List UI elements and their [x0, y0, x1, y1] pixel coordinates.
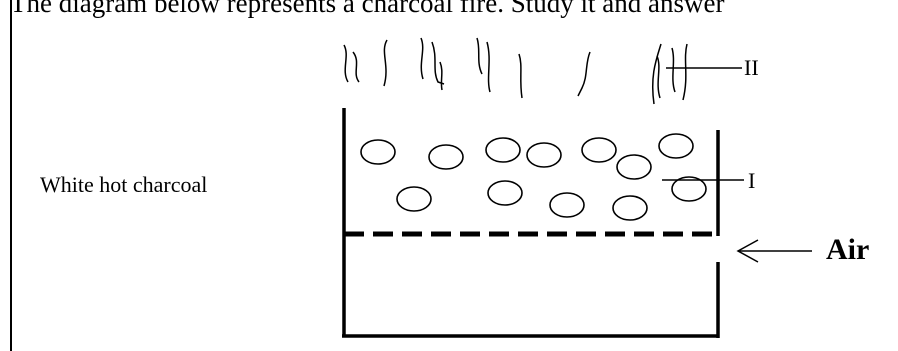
charcoal-piece — [581, 137, 617, 163]
charcoal-piece — [612, 195, 648, 221]
fume-line — [486, 41, 491, 93]
fume-line — [518, 53, 523, 99]
air-label: Air — [826, 233, 869, 266]
fume-line — [420, 37, 424, 80]
marker-one-label: I — [748, 168, 755, 193]
charcoal-piece — [396, 186, 432, 212]
fume-line — [383, 39, 388, 87]
fumes — [343, 37, 688, 105]
charcoal-piece — [658, 133, 694, 159]
fume-line — [577, 51, 591, 97]
fume-line — [439, 61, 443, 91]
fume-line — [656, 55, 661, 99]
charcoal-label: White hot charcoal — [40, 172, 207, 197]
fume-line — [431, 41, 445, 85]
fume-line — [343, 44, 349, 83]
fume-line — [682, 43, 688, 101]
charcoal-pieces — [360, 133, 707, 221]
fume-line — [352, 51, 360, 83]
charcoal-piece — [485, 137, 521, 163]
charcoal-piece — [487, 180, 523, 206]
charcoal-piece — [616, 154, 652, 180]
fume-line — [651, 43, 662, 105]
charcoal-piece — [549, 192, 585, 218]
cut-off-caption: The diagram below represents a charcoal … — [10, 0, 724, 18]
charcoal-piece — [526, 142, 562, 168]
fume-line — [476, 37, 483, 75]
air-arrow-head — [736, 239, 759, 263]
container — [342, 108, 720, 338]
charcoal-piece — [360, 139, 396, 165]
charcoal-piece — [428, 144, 464, 170]
marker-two-label: II — [744, 55, 759, 80]
charcoal-piece — [671, 176, 707, 202]
air-arrow — [736, 239, 812, 263]
fume-line — [671, 47, 676, 93]
